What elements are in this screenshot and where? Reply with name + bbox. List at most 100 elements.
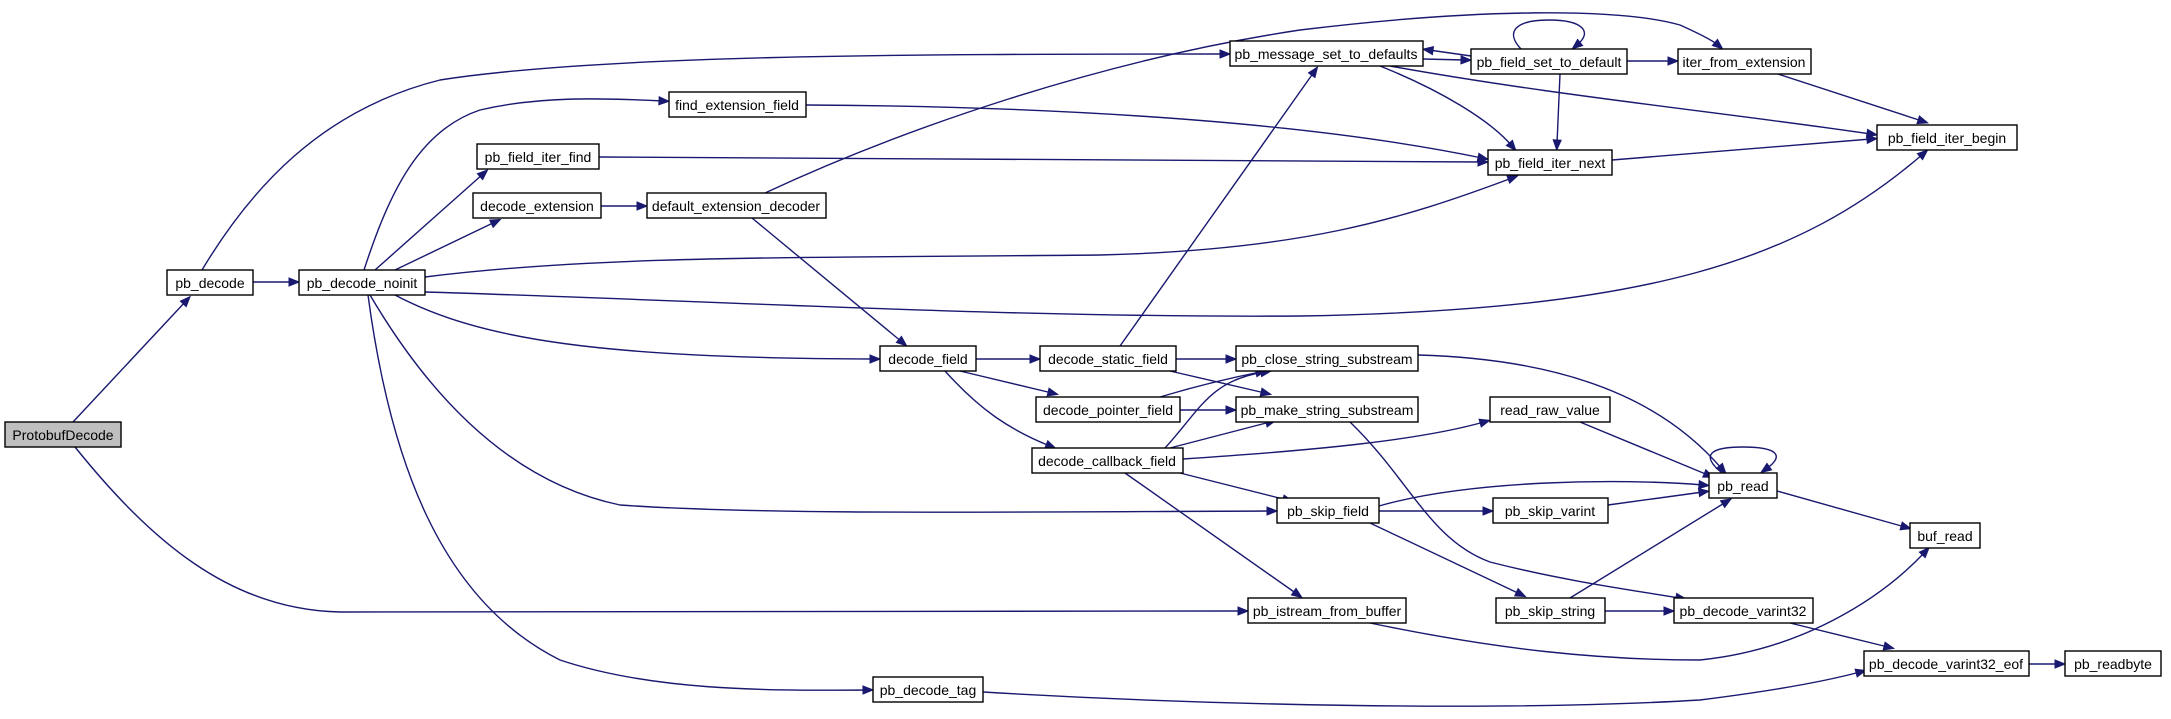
edge-decode_callback_field-to-pb_skip_field: [1179, 472, 1295, 504]
node-label: decode_extension: [480, 198, 594, 214]
node-read_raw_value[interactable]: read_raw_value: [1489, 396, 1611, 423]
node-decode_pointer_field[interactable]: decode_pointer_field: [1035, 396, 1181, 423]
node-label: read_raw_value: [1500, 402, 1600, 418]
edge-pb_decode-to-pb_message_set_to_defaults: [201, 49, 1232, 271]
edge-arrowhead: [1046, 387, 1060, 397]
node-decode_static_field[interactable]: decode_static_field: [1039, 345, 1177, 372]
node-pb_skip_field[interactable]: pb_skip_field: [1276, 497, 1380, 524]
edge-line: [367, 294, 868, 691]
node-label: pb_decode: [175, 275, 245, 291]
edge-line: [1611, 138, 1872, 161]
node-pb_decode_varint32_eof[interactable]: pb_decode_varint32_eof: [1863, 650, 2030, 677]
edge-arrowhead: [288, 277, 301, 287]
edge-pb_decode_noinit-to-pb_skip_field: [369, 294, 1279, 516]
nodes-layer: ProtobufDecode pb_decode pb_decode_noini…: [4, 40, 2162, 703]
edge-arrowhead: [1477, 157, 1490, 167]
edge-pb_istream_from_buffer-to-buf_read: [1369, 546, 1931, 661]
node-buf_read[interactable]: buf_read: [1909, 522, 1981, 549]
edge-pb_field_set_to_default-to-pb_message_set_to_defaults: [1421, 45, 1472, 57]
edge-line: [363, 98, 664, 271]
node-decode_callback_field[interactable]: decode_callback_field: [1031, 447, 1184, 474]
edge-arrowhead: [1571, 38, 1584, 50]
node-pb_message_set_to_defaults[interactable]: pb_message_set_to_defaults: [1229, 40, 1424, 67]
node-label: pb_field_iter_begin: [1888, 130, 2006, 146]
edge-pb_decode_noinit-to-pb_field_iter_begin: [424, 149, 1929, 317]
node-pb_decode_tag[interactable]: pb_decode_tag: [872, 676, 984, 703]
node-label: default_extension_decoder: [652, 198, 820, 214]
node-pb_decode[interactable]: pb_decode: [166, 269, 254, 296]
edge-pb_decode_tag-to-pb_decode_varint32_eof: [982, 668, 1868, 707]
edge-line: [1369, 551, 1926, 661]
node-pb_skip_string[interactable]: pb_skip_string: [1495, 597, 1606, 624]
edge-line: [1422, 58, 1466, 61]
node-decode_extension[interactable]: decode_extension: [472, 192, 602, 219]
edge-line: [1789, 622, 1889, 648]
node-label: decode_field: [888, 351, 967, 367]
edge-arrowhead: [1759, 462, 1773, 474]
edge-pb_decode-to-pb_decode_noinit: [253, 277, 301, 287]
node-label: decode_callback_field: [1038, 453, 1176, 469]
node-decode_field[interactable]: decode_field: [879, 345, 977, 372]
node-pb_field_iter_next[interactable]: pb_field_iter_next: [1487, 149, 1613, 176]
edge-line: [1179, 472, 1288, 501]
edge-arrowhead: [895, 335, 908, 347]
edge-decode_callback_field-to-read_raw_value: [1182, 418, 1492, 460]
node-pb_istream_from_buffer[interactable]: pb_istream_from_buffer: [1247, 597, 1407, 624]
node-default_extension_decoder[interactable]: default_extension_decoder: [646, 192, 827, 219]
node-pb_make_string_substream[interactable]: pb_make_string_substream: [1235, 396, 1419, 423]
node-label: decode_static_field: [1048, 351, 1168, 367]
edge-arrowhead: [1916, 149, 1929, 161]
edge-line: [1389, 65, 1872, 135]
edge-arrowhead: [1711, 38, 1724, 50]
edge-arrowhead: [1866, 134, 1879, 145]
edge-line: [944, 370, 1051, 447]
edge-arrowhead: [1482, 506, 1495, 516]
node-pb_decode_varint32[interactable]: pb_decode_varint32: [1673, 597, 1814, 624]
edge-arrowhead: [1266, 506, 1279, 516]
edge-arrowhead: [1719, 498, 1733, 509]
node-iter_from_extension[interactable]: iter_from_extension: [1677, 48, 1812, 75]
edge-iter_from_extension-to-pb_field_iter_begin: [1777, 73, 1929, 125]
node-pb_decode_noinit[interactable]: pb_decode_noinit: [298, 269, 426, 296]
edge-arrowhead: [488, 218, 502, 229]
edge-pb_skip_field-to-pb_skip_string: [1369, 522, 1527, 598]
edges-layer: [72, 12, 2067, 707]
node-pb_skip_varint[interactable]: pb_skip_varint: [1492, 497, 1609, 524]
node-pb_read[interactable]: pb_read: [1708, 472, 1778, 499]
edge-pb_skip_string-to-pb_decode_varint32: [1605, 606, 1676, 616]
edge-line: [1169, 421, 1271, 449]
edge-arrowhead: [1044, 439, 1057, 449]
edge-arrowhead: [1513, 587, 1527, 598]
edge-line: [394, 294, 875, 360]
edge-line: [1776, 490, 1906, 528]
node-pb_field_iter_begin[interactable]: pb_field_iter_begin: [1876, 124, 2018, 151]
node-label: iter_from_extension: [1683, 54, 1806, 70]
edge-arrowhead: [1899, 521, 1913, 531]
edge-arrowhead: [1290, 587, 1304, 599]
edge-decode_pointer_field-to-pb_close_string_substream: [1159, 368, 1268, 398]
edge-line: [1428, 49, 1472, 57]
edge-line: [1379, 65, 1513, 147]
edge-line: [1378, 480, 1704, 507]
node-pb_field_iter_find[interactable]: pb_field_iter_find: [476, 143, 600, 170]
edge-line: [394, 221, 496, 271]
edge-line: [74, 446, 1243, 613]
node-find_extension_field[interactable]: find_extension_field: [668, 91, 807, 118]
node-label: pb_make_string_substream: [1241, 402, 1414, 418]
edge-pb_decode_varint32-to-pb_decode_varint32_eof: [1789, 622, 1896, 651]
node-pb_field_set_to_default[interactable]: pb_field_set_to_default: [1470, 48, 1628, 75]
edge-arrowhead: [1505, 139, 1517, 152]
node-label: pb_skip_string: [1505, 603, 1595, 619]
edge-arrowhead: [658, 96, 671, 106]
edge-arrowhead: [862, 685, 875, 695]
edge-line: [764, 12, 1719, 194]
edge-pb_decode_noinit-to-pb_field_iter_find: [374, 169, 489, 271]
node-ProtobufDecode[interactable]: ProtobufDecode: [4, 421, 122, 448]
edge-arrowhead: [1698, 479, 1711, 490]
edge-arrowhead: [1854, 668, 1868, 678]
node-pb_close_string_substream[interactable]: pb_close_string_substream: [1235, 345, 1419, 372]
edge-arrowhead: [1219, 49, 1232, 59]
edge-line: [1579, 421, 1709, 476]
edge-line: [424, 153, 1924, 317]
node-pb_readbyte[interactable]: pb_readbyte: [2064, 650, 2162, 677]
